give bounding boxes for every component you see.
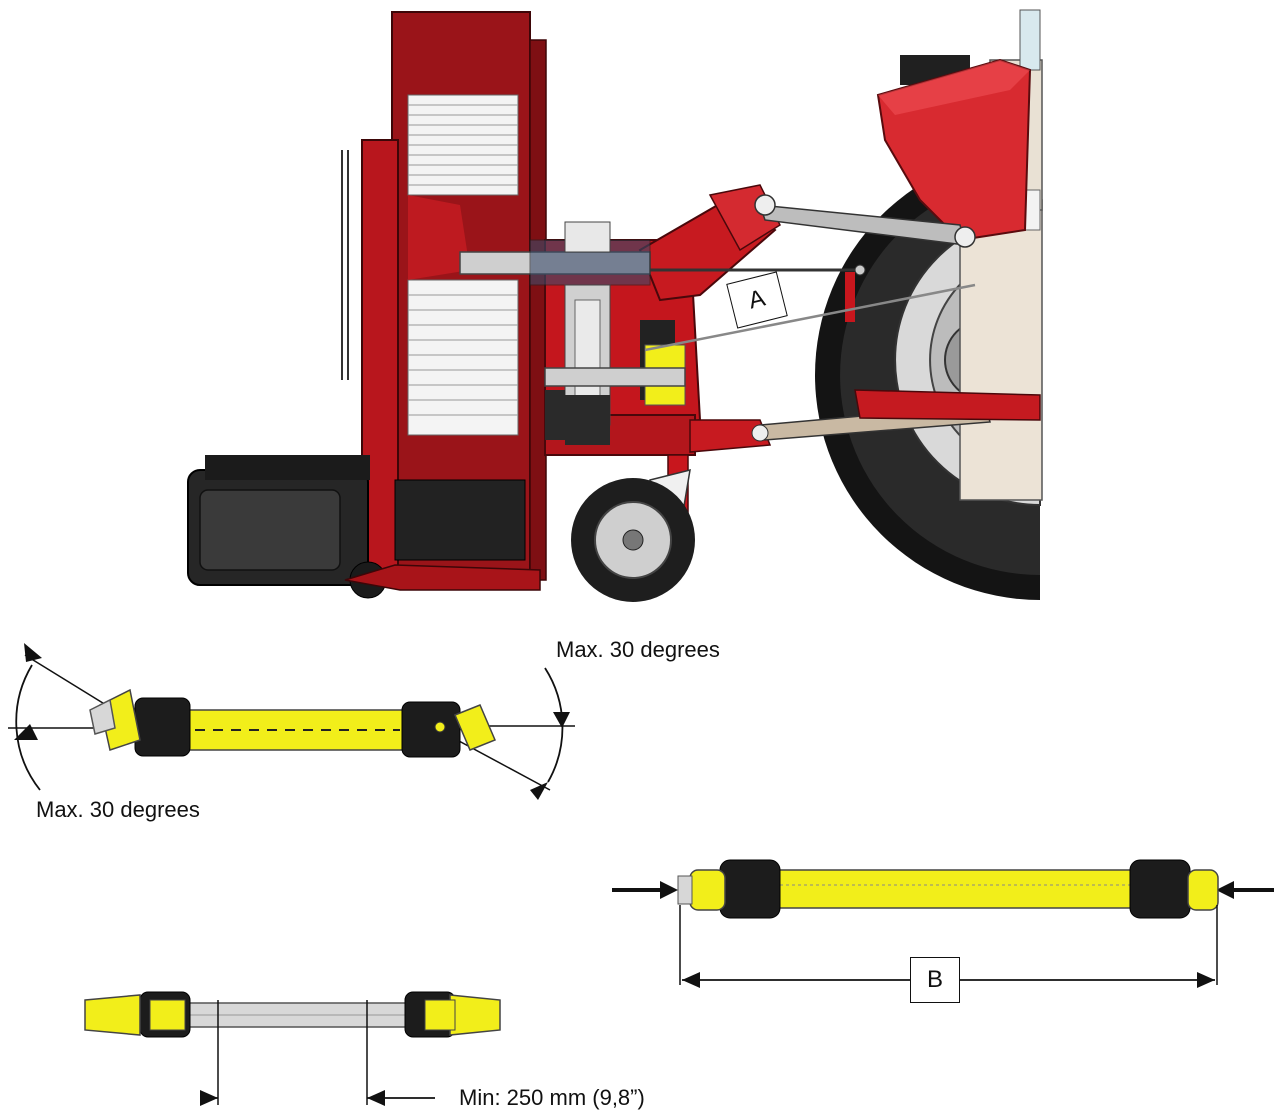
max-angle-left-label: Max. 30 degrees	[36, 797, 200, 822]
machine-housing	[341, 11, 547, 581]
max-angle-right-label: Max. 30 degrees	[556, 637, 720, 662]
angled-pto-shaft	[8, 643, 575, 800]
extended-pto-shaft	[612, 859, 1274, 988]
fan-blades	[407, 94, 519, 436]
three-point-linkage	[751, 194, 1041, 442]
collapsed-pto-shaft	[84, 991, 501, 1106]
callout-b-label: B	[910, 957, 960, 1003]
stabiliser-wheel	[571, 454, 695, 602]
collection-hopper	[187, 455, 541, 599]
callout-a-leader	[644, 283, 976, 352]
min-overlap-label: Min: 250 mm (9,8”)	[459, 1085, 645, 1110]
machine-illustration	[187, 9, 1043, 602]
belt-drive	[459, 221, 866, 445]
